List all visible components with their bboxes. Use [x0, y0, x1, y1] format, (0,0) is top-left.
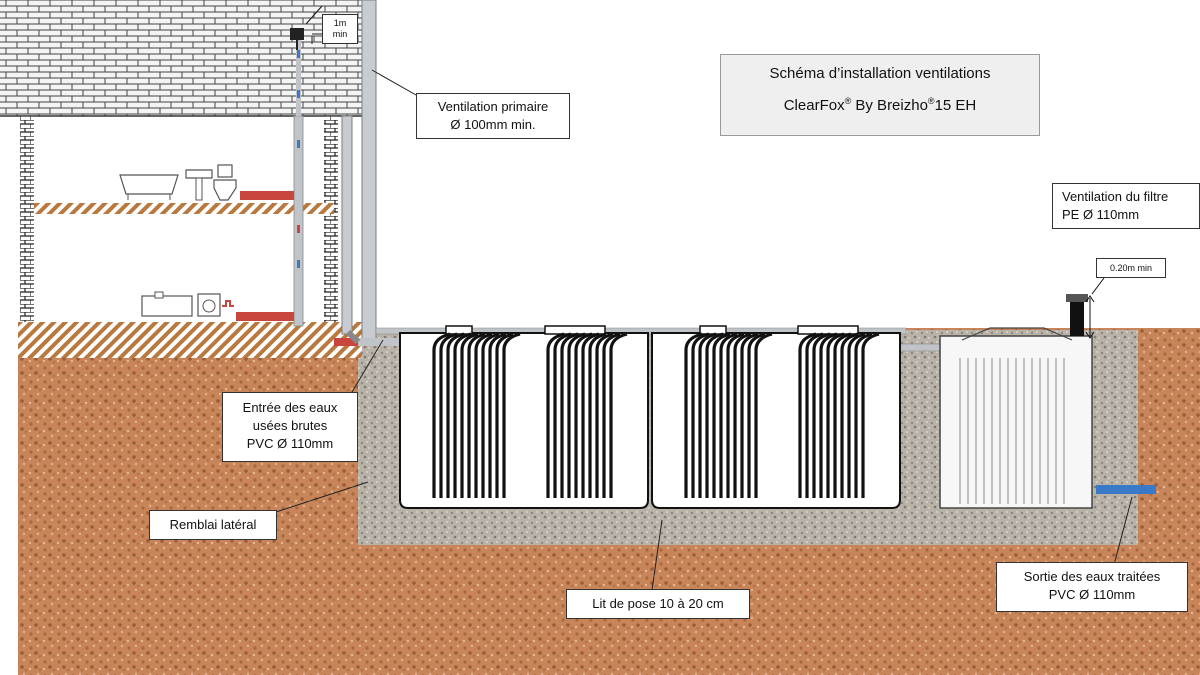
tank-tube — [754, 332, 773, 498]
kitchen-sink-icon — [141, 291, 193, 317]
tank-tube — [595, 332, 614, 498]
label-ventilation-primaire: Ventilation primaire Ø 100mm min. — [416, 93, 570, 139]
tank-tube — [432, 332, 451, 498]
tank-tube — [798, 332, 817, 498]
tank-tube — [574, 332, 593, 498]
toilet-icon — [213, 164, 237, 201]
label-remblai-text: Remblai latéral — [169, 517, 257, 532]
title-brand: ClearFox — [783, 97, 845, 114]
tank-tube — [488, 332, 507, 498]
lower-drain — [236, 312, 294, 321]
label-lit-pose: Lit de pose 10 à 20 cm — [566, 589, 750, 619]
upper-drain — [240, 191, 294, 200]
tank-tube — [567, 332, 586, 498]
tank-tube — [705, 332, 724, 498]
diagram-title-box: Schéma d’installation ventilations Clear… — [720, 54, 1040, 136]
title-capacity: 15 EH — [934, 97, 977, 114]
tank-tube — [861, 332, 880, 498]
title-by: By Breizho — [851, 97, 928, 114]
label-ventilation-primaire-line1: Ventilation primaire — [437, 99, 549, 114]
house-column-left — [20, 116, 34, 328]
label-ventilation-primaire-line2: Ø 100mm min. — [450, 117, 536, 132]
tank-tube — [560, 332, 579, 498]
tank-tube — [609, 332, 628, 498]
label-ventilation-filtre: Ventilation du filtre PE Ø 110mm — [1052, 183, 1200, 229]
filter-vent-cap-icon — [1066, 294, 1088, 302]
washbasin-icon — [185, 169, 213, 201]
tank-tube — [581, 332, 600, 498]
label-remblai: Remblai latéral — [149, 510, 277, 540]
tank-tube — [602, 332, 621, 498]
filter-unit — [939, 327, 1093, 509]
connection-pipe — [899, 343, 943, 352]
label-entree-line3: PVC Ø 110mm — [246, 436, 334, 451]
ground-floor — [18, 322, 362, 358]
label-sortie-line2: PVC Ø 110mm — [1048, 587, 1136, 602]
tank-tube — [453, 332, 472, 498]
tank-tube — [474, 332, 493, 498]
label-entree-line1: Entrée des eaux — [242, 400, 338, 415]
tank-tube — [546, 332, 565, 498]
roof-vent-cap-icon — [290, 28, 304, 40]
house-facade — [0, 0, 362, 116]
tank-tube — [712, 332, 731, 498]
outlet-pipe — [1096, 485, 1156, 494]
filter-vent-pipe — [1070, 300, 1084, 336]
tank-tube-bundle — [432, 332, 880, 498]
label-sortie-line1: Sortie des eaux traitées — [1023, 569, 1161, 584]
tank-tube — [747, 332, 766, 498]
tank-tube — [460, 332, 479, 498]
tank-tube — [847, 332, 866, 498]
tank-tube — [733, 332, 752, 498]
title-line2: ClearFox® By Breizho®15 EH — [721, 96, 1039, 114]
bathtub-icon — [119, 174, 179, 200]
label-hauteur-filtre-text: 0.20m min — [1109, 263, 1153, 273]
label-hauteur-toit-line1: 1m — [333, 18, 347, 28]
tank-tube — [691, 332, 710, 498]
label-hauteur-toit-line2: min — [332, 29, 348, 39]
label-entree-eaux: Entrée des eaux usées brutes PVC Ø 110mm — [222, 392, 358, 462]
tank-tube — [854, 332, 873, 498]
first-floor — [34, 203, 334, 214]
tank-tube — [805, 332, 824, 498]
label-ventilation-filtre-line1: Ventilation du filtre — [1062, 189, 1169, 204]
tank-tube — [812, 332, 831, 498]
title-line1: Schéma d’installation ventilations — [769, 65, 991, 82]
tank-tube — [502, 332, 521, 498]
primary-vent-pipe — [361, 0, 377, 341]
tank-tube — [819, 332, 838, 498]
label-lit-pose-text: Lit de pose 10 à 20 cm — [592, 596, 724, 611]
label-entree-line2: usées brutes — [252, 418, 328, 433]
tank-tube — [833, 332, 852, 498]
title-brand-reg: ® — [844, 96, 852, 106]
tank-tube — [840, 332, 859, 498]
label-sortie-eaux: Sortie des eaux traitées PVC Ø 110mm — [996, 562, 1188, 612]
tank-tube — [684, 332, 703, 498]
washing-machine-icon — [197, 293, 221, 317]
label-hauteur-filtre: 0.20m min — [1096, 258, 1166, 278]
tank-tube — [481, 332, 500, 498]
tank-tube — [588, 332, 607, 498]
title-by-reg: ® — [927, 96, 935, 106]
label-hauteur-toit: 1m min — [322, 14, 358, 44]
tank-tube — [698, 332, 717, 498]
tank-tube — [726, 332, 745, 498]
tank-tube — [495, 332, 514, 498]
tank-tube — [719, 332, 738, 498]
tank-tube — [446, 332, 465, 498]
house-column-right — [324, 116, 338, 328]
tank-tube — [740, 332, 759, 498]
label-ventilation-filtre-line2: PE Ø 110mm — [1062, 207, 1140, 222]
tank-tube — [553, 332, 572, 498]
tank-tube — [826, 332, 845, 498]
tank-tube — [467, 332, 486, 498]
tank-tube — [439, 332, 458, 498]
